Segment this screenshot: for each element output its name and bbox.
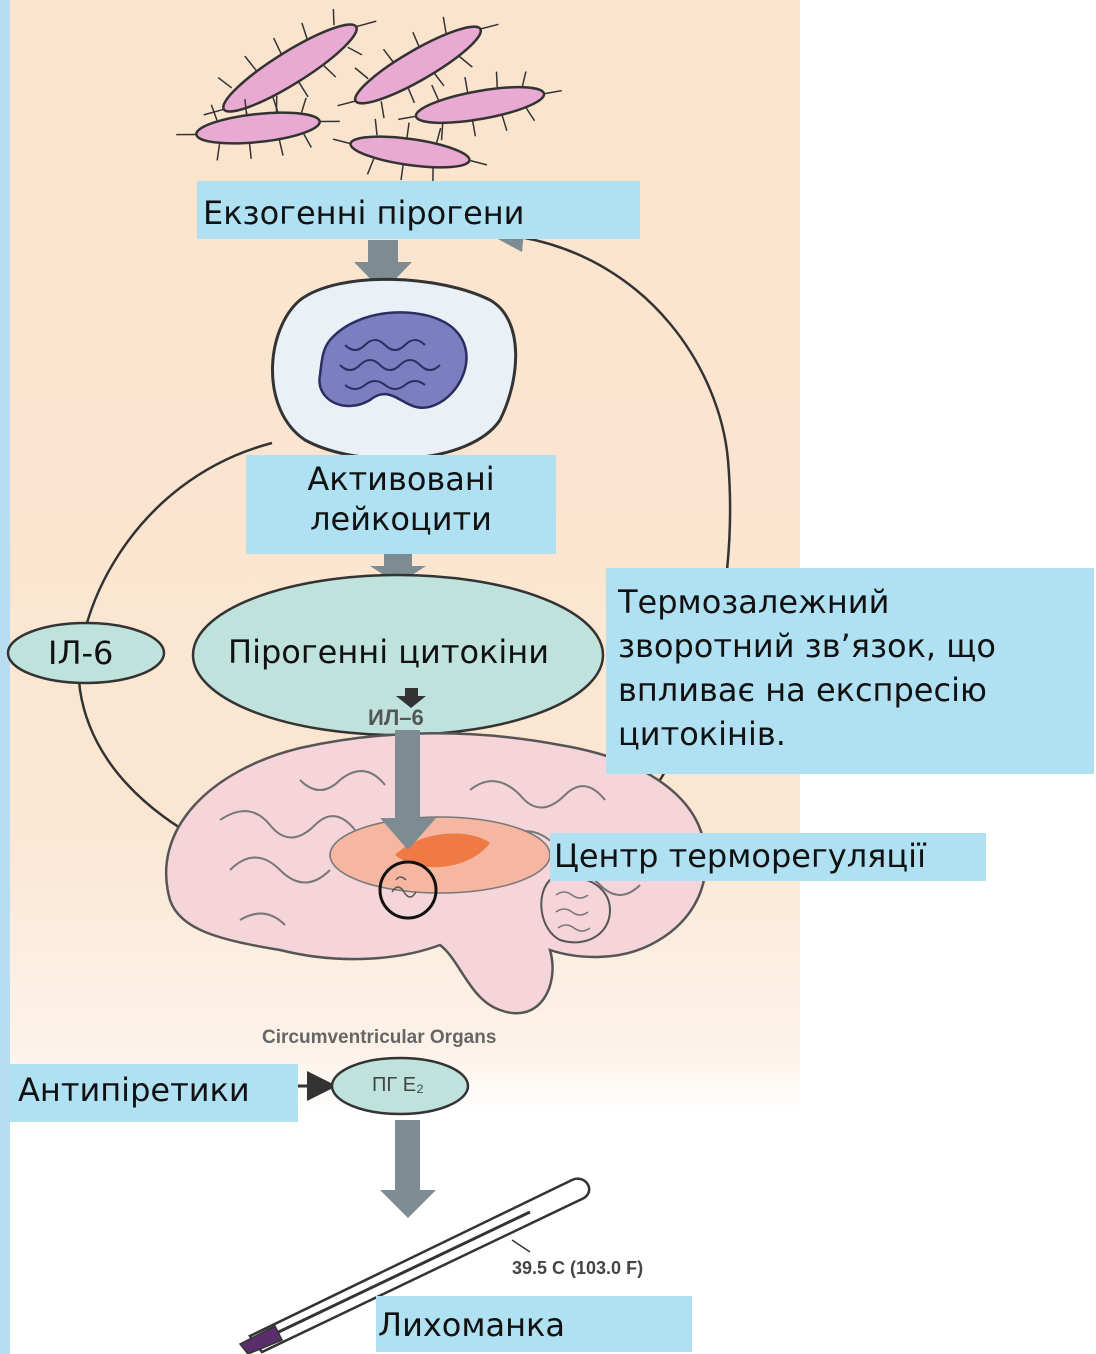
label-thermo-feedback: Термозалежний зворотний зв’язок, що впли… (606, 568, 1094, 774)
circumventricular-organs-label: Circumventricular Organs (262, 1027, 496, 1049)
pge2-label: ПГ E₂ (372, 1074, 424, 1097)
label-antipyretics: Антипіретики (10, 1064, 298, 1122)
leukocyte-illustration (273, 279, 516, 459)
il6-small-label: ИЛ–6 (368, 705, 424, 731)
label-exogenous-pyrogens: Екзогенні пірогени (197, 181, 640, 239)
label-il6-left: ІЛ-6 (44, 630, 128, 676)
label-activated-leukocytes: Активовані лейкоцити (246, 455, 556, 554)
bacteria-illustration (173, 0, 567, 192)
label-thermoregulation-center: Центр терморегуляції (550, 833, 986, 881)
label-fever: Лихоманка (376, 1296, 692, 1352)
label-pyrogenic-cytokines: Пірогенні цитокіни (222, 628, 588, 676)
arrow-pge2-to-fever (380, 1120, 436, 1218)
bacterium-5 (329, 112, 492, 191)
thermometer-reading: 39.5 C (103.0 F) (512, 1258, 643, 1279)
